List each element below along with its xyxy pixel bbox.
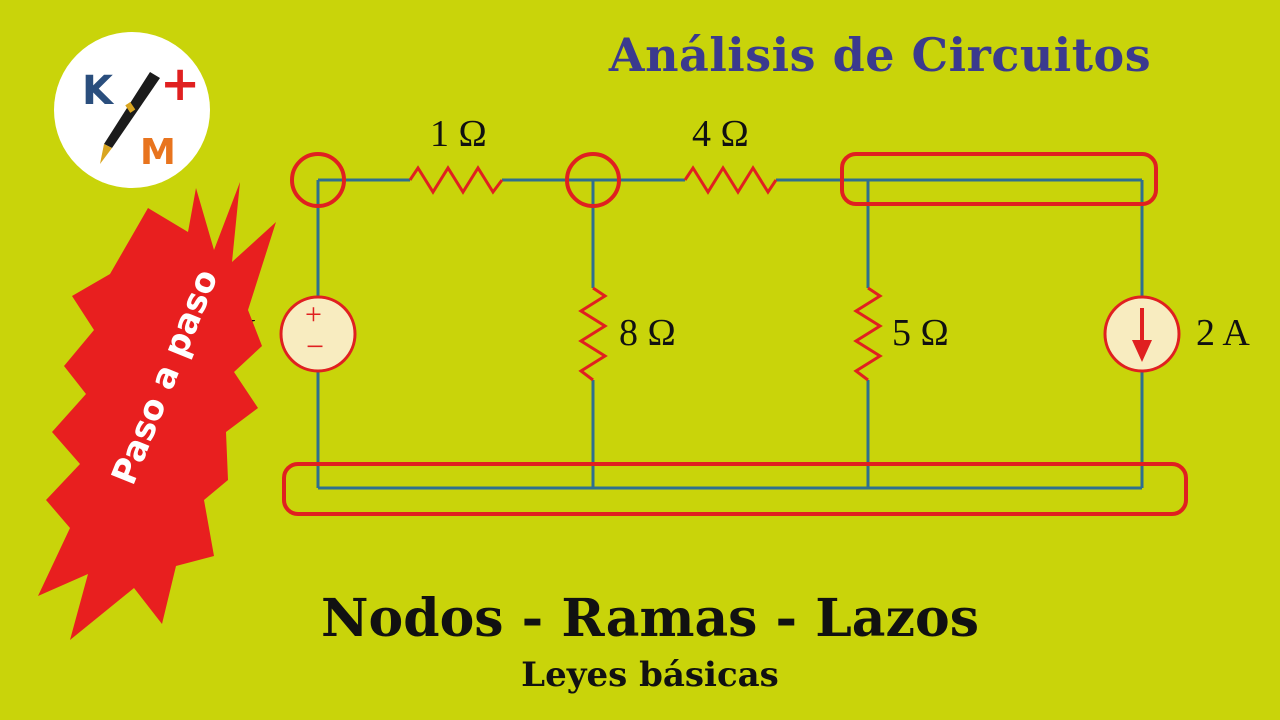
node-circle-left: [290, 152, 346, 208]
pen-icon: [100, 72, 160, 164]
resistor-5-ohm: [853, 286, 883, 382]
circuit-wires: [316, 178, 1144, 490]
logo-plus: +: [160, 56, 201, 112]
resistor-1-ohm: [408, 165, 504, 195]
node-highlight-right: [840, 152, 1158, 206]
current-source: [1103, 295, 1181, 373]
label-resistor-4-ohm: 4 Ω: [692, 113, 749, 155]
label-resistor-8-ohm: 8 Ω: [619, 312, 676, 354]
label-current-source: 2 A: [1196, 312, 1250, 354]
footer-subtitle: Leyes básicas: [521, 655, 779, 695]
logo-letter-k: K: [82, 68, 113, 114]
node-highlights: [282, 152, 1188, 516]
label-resistor-1-ohm: 1 Ω: [430, 113, 487, 155]
page-title: Análisis de Circuitos: [608, 28, 1152, 82]
node-highlight-bottom: [282, 462, 1188, 516]
footer-title: Nodos - Ramas - Lazos: [321, 588, 979, 649]
voltage-source-plus: +: [305, 298, 322, 331]
node-circle-middle: [565, 152, 621, 208]
label-resistor-5-ohm: 5 Ω: [892, 312, 949, 354]
resistor-4-ohm: [683, 165, 778, 195]
voltage-source-minus: −: [306, 328, 325, 364]
voltage-source: [279, 295, 357, 373]
resistor-8-ohm: [578, 286, 608, 382]
logo-letter-m: M: [140, 132, 176, 173]
